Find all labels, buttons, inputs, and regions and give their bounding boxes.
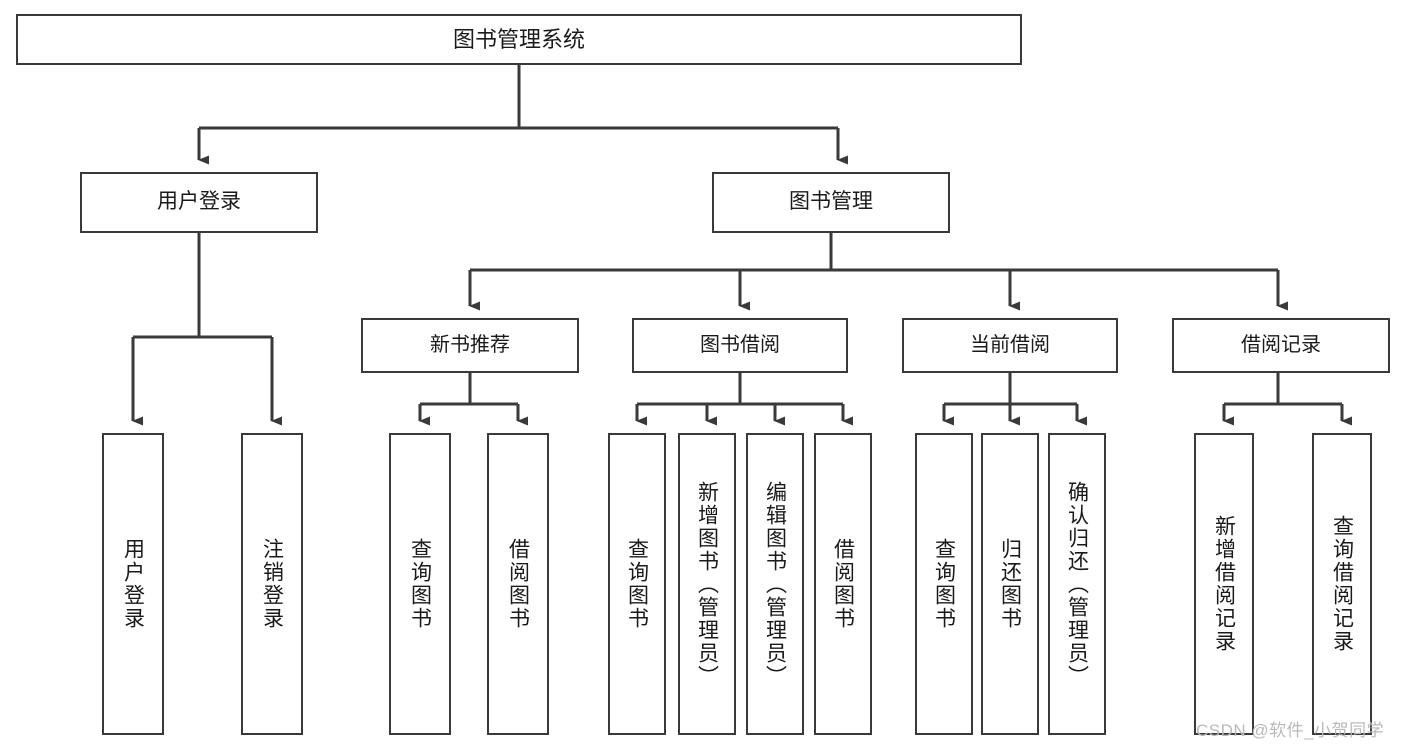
node-root-label: 图书管理系统 bbox=[452, 26, 585, 52]
leaf-add-borrow-record[interactable]: 新增借阅记录 bbox=[1194, 433, 1254, 735]
leaf-confirm-return-label: 确认归还（管理员） bbox=[1065, 480, 1089, 688]
leaf-query-book-current-label: 查询图书 bbox=[932, 538, 956, 630]
leaf-borrow-book-new[interactable]: 借阅图书 bbox=[487, 433, 549, 735]
leaf-query-book-current[interactable]: 查询图书 bbox=[915, 433, 973, 735]
leaf-return-book[interactable]: 归还图书 bbox=[981, 433, 1039, 735]
leaf-borrow-book[interactable]: 借阅图书 bbox=[814, 433, 872, 735]
leaf-confirm-return[interactable]: 确认归还（管理员） bbox=[1048, 433, 1106, 735]
node-user-login-label: 用户登录 bbox=[157, 190, 241, 214]
leaf-edit-book[interactable]: 编辑图书（管理员） bbox=[746, 433, 804, 735]
leaf-query-book-borrow-label: 查询图书 bbox=[625, 538, 649, 630]
node-current-borrow-label: 当前借阅 bbox=[970, 333, 1050, 356]
node-book-borrow[interactable]: 图书借阅 bbox=[632, 318, 848, 373]
leaf-user-logout-label: 注销登录 bbox=[260, 538, 284, 630]
leaf-query-book-borrow[interactable]: 查询图书 bbox=[608, 433, 666, 735]
leaf-edit-book-label: 编辑图书（管理员） bbox=[763, 480, 787, 688]
node-user-login[interactable]: 用户登录 bbox=[80, 172, 318, 233]
leaf-user-login-label: 用户登录 bbox=[121, 538, 145, 630]
leaf-add-book[interactable]: 新增图书（管理员） bbox=[678, 433, 736, 735]
leaf-query-borrow-record[interactable]: 查询借阅记录 bbox=[1312, 433, 1372, 735]
node-root[interactable]: 图书管理系统 bbox=[16, 14, 1022, 65]
leaf-borrow-book-label: 借阅图书 bbox=[831, 538, 855, 630]
leaf-query-book-new-label: 查询图书 bbox=[408, 538, 432, 630]
node-borrow-record[interactable]: 借阅记录 bbox=[1172, 318, 1390, 373]
leaf-add-book-label: 新增图书（管理员） bbox=[695, 480, 719, 688]
node-book-management-label: 图书管理 bbox=[789, 190, 873, 214]
node-new-book-recommend[interactable]: 新书推荐 bbox=[361, 318, 579, 373]
leaf-user-login[interactable]: 用户登录 bbox=[102, 433, 164, 735]
node-new-book-recommend-label: 新书推荐 bbox=[430, 333, 510, 356]
node-book-borrow-label: 图书借阅 bbox=[700, 333, 780, 356]
leaf-query-book-new[interactable]: 查询图书 bbox=[389, 433, 451, 735]
node-borrow-record-label: 借阅记录 bbox=[1241, 333, 1321, 356]
leaf-borrow-book-new-label: 借阅图书 bbox=[506, 538, 530, 630]
leaf-query-borrow-record-label: 查询借阅记录 bbox=[1330, 515, 1354, 653]
watermark: CSDN @软件_小贺同学 bbox=[1196, 721, 1385, 740]
node-current-borrow[interactable]: 当前借阅 bbox=[902, 318, 1118, 373]
leaf-add-borrow-record-label: 新增借阅记录 bbox=[1212, 515, 1236, 653]
leaf-user-logout[interactable]: 注销登录 bbox=[241, 433, 303, 735]
leaf-return-book-label: 归还图书 bbox=[998, 538, 1022, 630]
node-book-management[interactable]: 图书管理 bbox=[712, 172, 950, 233]
